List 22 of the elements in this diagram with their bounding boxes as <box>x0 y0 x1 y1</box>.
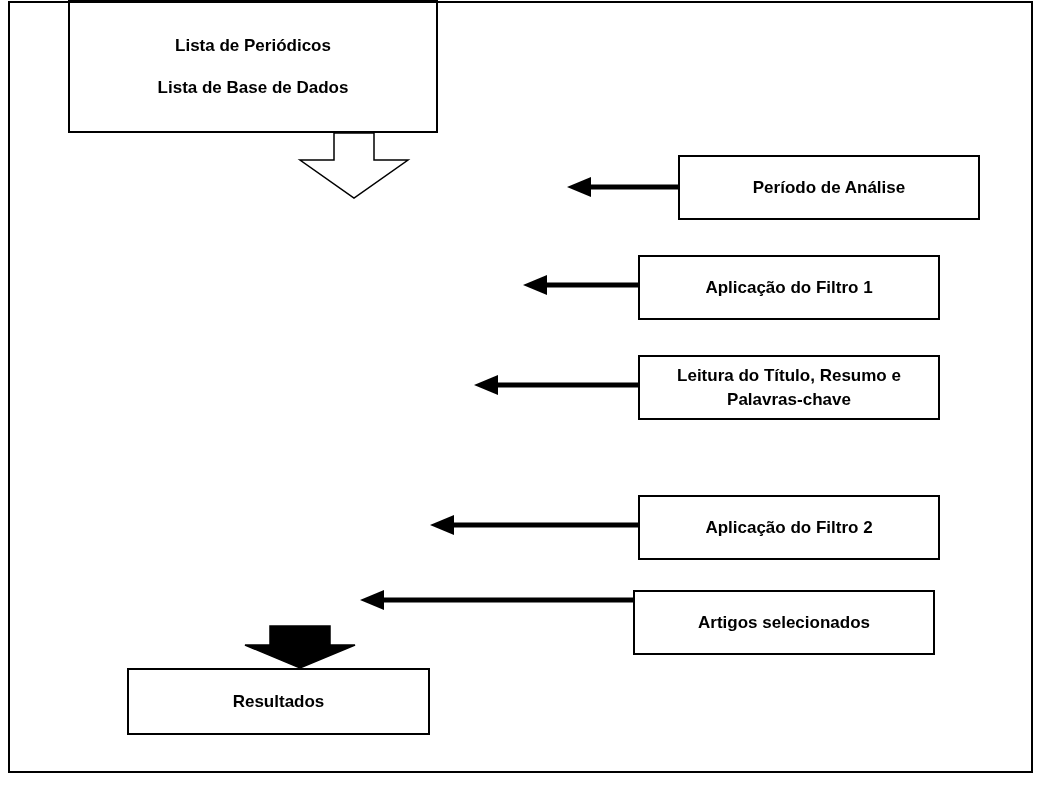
arrow <box>360 590 633 610</box>
process-box <box>638 255 940 320</box>
arrow <box>567 177 678 197</box>
arrow <box>474 375 638 395</box>
block-arrow <box>244 625 356 669</box>
process-box <box>638 355 940 420</box>
process-box <box>68 0 438 133</box>
box-label: Resultados <box>232 690 325 713</box>
hollow-block-arrow <box>297 132 411 199</box>
process-box <box>127 668 430 735</box>
box-label: Leitura do Título, Resumo e Palavras-chave <box>676 364 902 411</box>
box-label: Artigos selecionados <box>698 611 870 634</box>
box-label: Período de Análise <box>752 176 906 199</box>
box-label: Aplicação do Filtro 2 <box>705 516 873 539</box>
process-box <box>633 590 935 655</box>
box-label: Aplicação do Filtro 1 <box>705 276 873 299</box>
arrow <box>430 515 638 535</box>
arrow <box>523 275 638 295</box>
process-box <box>678 155 980 220</box>
box-label: Lista de Periódicos <box>175 34 331 57</box>
process-box <box>638 495 940 560</box>
box-label: Lista de Base de Dados <box>157 76 349 99</box>
